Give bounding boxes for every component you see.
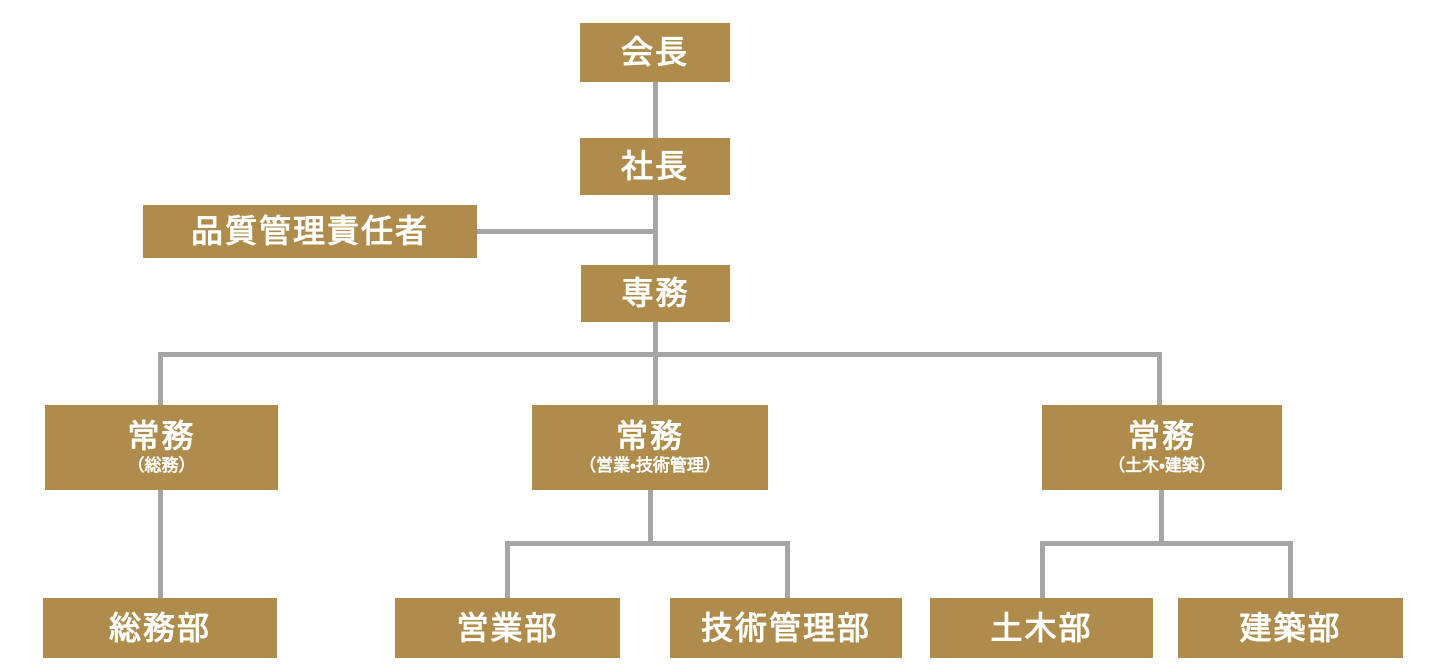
connector-rail-civil-arch — [1040, 541, 1293, 546]
node-dept-general-affairs-label: 総務部 — [108, 609, 211, 646]
node-quality-manager-label: 品質管理責任者 — [190, 213, 429, 250]
node-dept-sales-label: 営業部 — [456, 609, 559, 646]
node-dept-architecture-label: 建築部 — [1239, 609, 1342, 646]
connector-md-sales-technical-down — [648, 490, 653, 546]
node-senior-md: 専務 — [581, 265, 730, 322]
node-md-sales-technical-sublabel: （営業・技術管理） — [579, 456, 721, 476]
connector-chairman-president — [653, 82, 658, 138]
node-dept-technical-mgmt-label: 技術管理部 — [700, 609, 871, 646]
node-md-sales-technical-label: 常務 — [615, 418, 684, 455]
node-chairman: 会長 — [580, 23, 730, 82]
connector-senior-md-down — [653, 322, 658, 405]
node-dept-sales: 営業部 — [395, 598, 620, 658]
connector-drop-dept-sales — [505, 541, 510, 598]
node-md-sales-technical: 常務 （営業・技術管理） — [532, 405, 768, 490]
node-md-general-affairs-label: 常務 — [127, 418, 196, 455]
node-senior-md-label: 専務 — [621, 275, 690, 312]
connector-rail-sales-technical — [505, 541, 790, 546]
node-president-label: 社長 — [620, 148, 689, 185]
node-quality-manager: 品質管理責任者 — [143, 205, 477, 258]
connector-drop-dept-architecture — [1288, 541, 1293, 598]
node-dept-civil: 土木部 — [930, 598, 1153, 658]
connector-drop-dept-civil — [1040, 541, 1045, 598]
node-md-civil-arch-label: 常務 — [1127, 418, 1196, 455]
connector-drop-md-general-affairs — [158, 352, 163, 405]
node-md-general-affairs-sublabel: （総務） — [127, 456, 196, 476]
node-chairman-label: 会長 — [620, 34, 689, 71]
node-md-civil-arch: 常務 （土木・建築） — [1042, 405, 1282, 490]
node-dept-general-affairs: 総務部 — [43, 598, 277, 658]
node-dept-architecture: 建築部 — [1178, 598, 1403, 658]
connector-quality-manager-branch — [477, 229, 658, 234]
connector-drop-md-civil-arch — [1157, 352, 1162, 405]
node-md-general-affairs: 常務 （総務） — [45, 405, 278, 490]
connector-main-rail — [158, 352, 1162, 357]
connector-drop-dept-technical-mgmt — [785, 541, 790, 598]
node-dept-technical-mgmt: 技術管理部 — [670, 598, 902, 658]
connector-md-general-affairs-dept — [158, 490, 163, 598]
node-dept-civil-label: 土木部 — [990, 609, 1093, 646]
node-md-civil-arch-sublabel: （土木・建築） — [1108, 456, 1216, 476]
node-president: 社長 — [580, 138, 730, 195]
connector-md-civil-arch-down — [1159, 490, 1164, 546]
